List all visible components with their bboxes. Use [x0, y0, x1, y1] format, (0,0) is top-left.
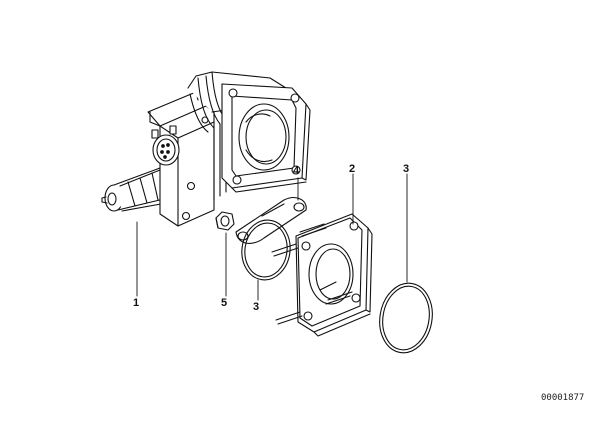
adapter-flange-part-2 — [271, 213, 373, 337]
o-ring-part-3-left — [241, 219, 291, 281]
o-ring-part-3-right — [379, 282, 433, 354]
callout-3-right: 3 — [403, 163, 410, 175]
leader-lines — [136, 173, 408, 301]
callout-4: 4 — [293, 165, 300, 177]
throttle-body-part-1 — [101, 71, 311, 227]
callout-2: 2 — [349, 163, 356, 175]
callout-1: 1 — [133, 297, 140, 309]
callout-3-left: 3 — [253, 301, 260, 313]
nut-part-5 — [215, 211, 235, 231]
callout-5: 5 — [221, 297, 228, 309]
document-number: 00001877 — [541, 393, 585, 403]
